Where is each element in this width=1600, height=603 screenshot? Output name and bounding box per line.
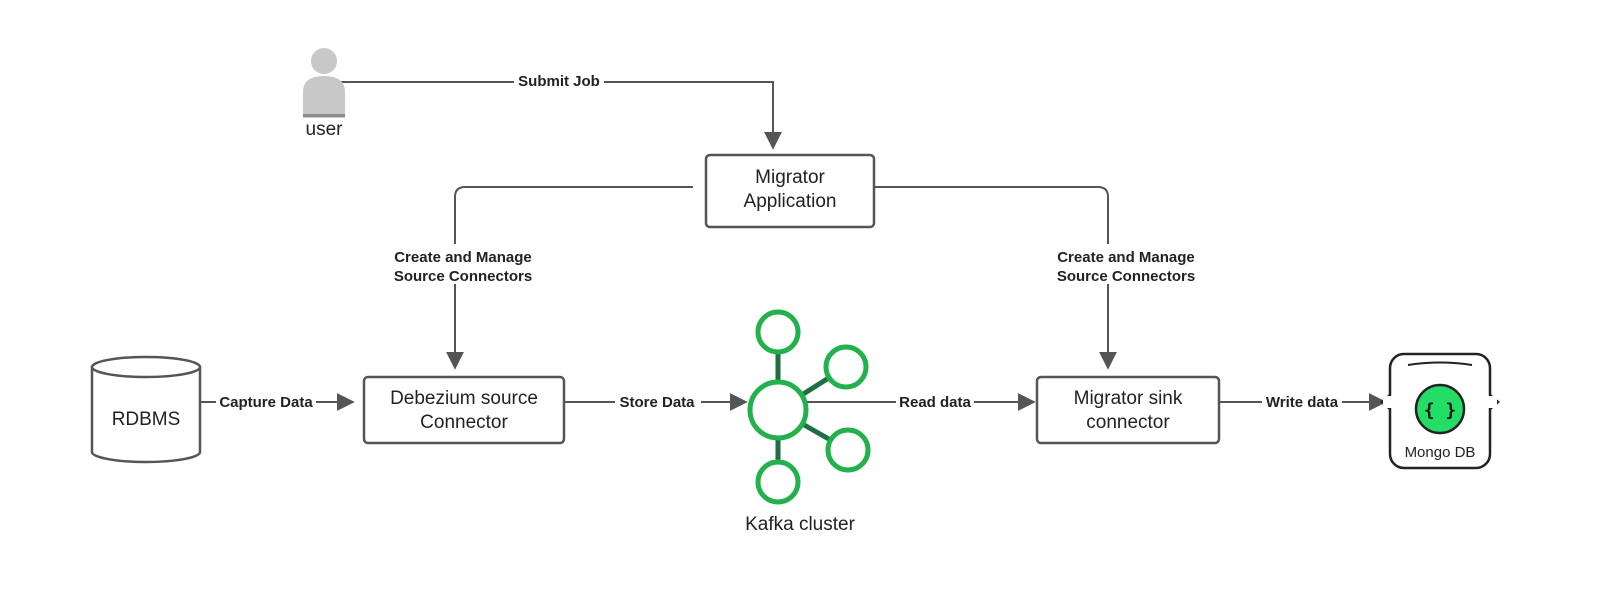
user-label: user (306, 119, 344, 140)
debezium-connector-label-1: Debezium source (390, 388, 538, 409)
edge-manage-source (446, 186, 693, 370)
mongodb-glyph: { } (1424, 400, 1457, 421)
kafka-cluster-icon (747, 309, 871, 505)
migrator-sink-connector-box (1035, 375, 1221, 445)
edge-label-write: Write data (1266, 394, 1339, 411)
rdbms-label: RDBMS (112, 409, 181, 430)
edge-submit-job (338, 81, 782, 150)
edge-label-submit-job: Submit Job (518, 73, 600, 90)
kafka-cluster-label: Kafka cluster (745, 514, 855, 535)
user-icon (303, 48, 345, 118)
edge-label-store: Store Data (619, 394, 695, 411)
edge-manage-sink (856, 186, 1117, 370)
migrator-sink-connector-label-1: Migrator sink (1074, 388, 1183, 409)
edge-label-manage-left-1: Create and Manage (394, 249, 532, 266)
migrator-application-label-1: Migrator (755, 167, 825, 188)
edge-label-read: Read data (899, 394, 971, 411)
debezium-connector-label-2: Connector (420, 412, 508, 433)
database-cylinder-icon (90, 355, 202, 464)
mongodb-icon: { } (1380, 352, 1500, 470)
edge-label-capture: Capture Data (219, 394, 313, 411)
edge-label-manage-right-1: Create and Manage (1057, 249, 1195, 266)
debezium-connector-box (362, 375, 566, 445)
edge-label-manage-right-2: Source Connectors (1057, 268, 1195, 285)
migrator-sink-connector-label-2: connector (1086, 412, 1170, 433)
migrator-application-label-2: Application (744, 191, 837, 212)
mongodb-label: Mongo DB (1405, 444, 1476, 461)
edge-label-manage-left-2: Source Connectors (394, 268, 532, 285)
migrator-application-box (704, 153, 876, 229)
